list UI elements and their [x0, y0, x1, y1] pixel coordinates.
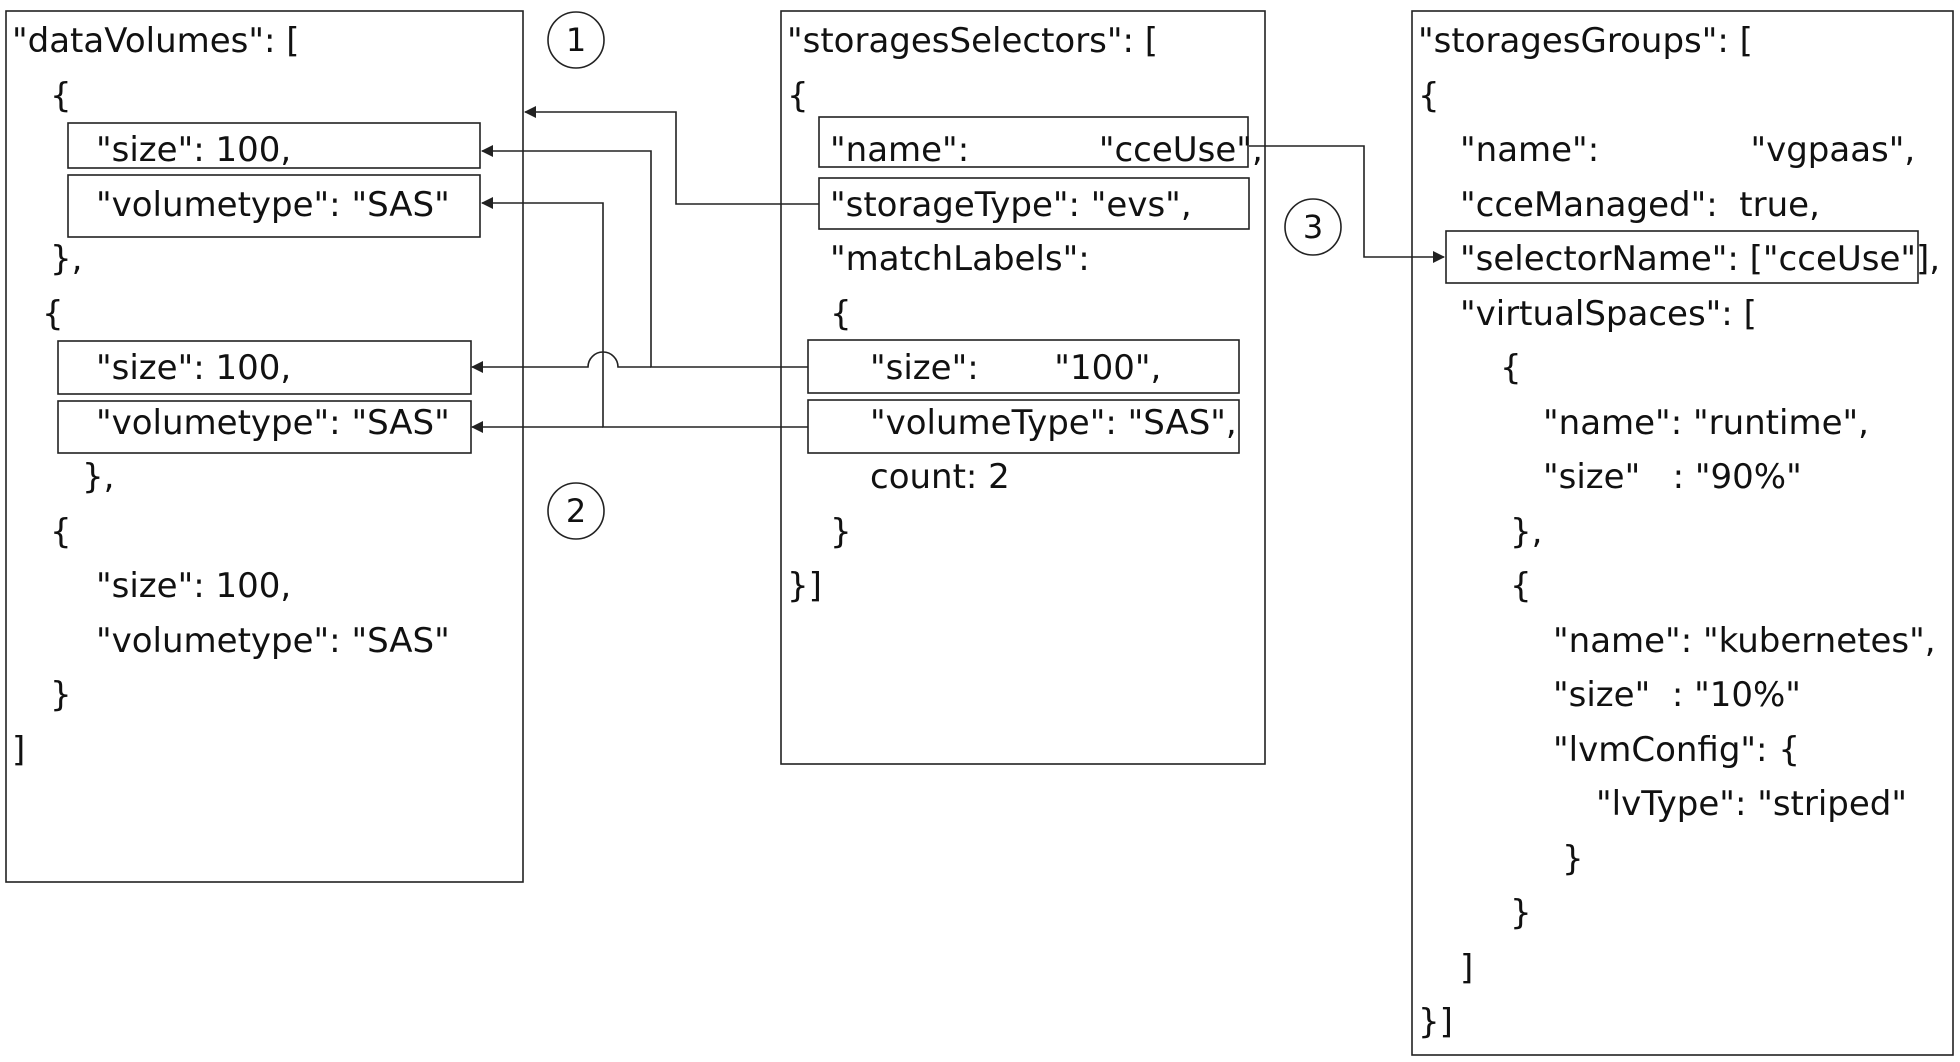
storage-selectors-code: "storagesSelectors": [ { "name": "cceUse… — [787, 21, 1263, 606]
code-line: "selectorName": ["cceUse"], — [1460, 239, 1940, 279]
code-line: "size": 100, — [96, 130, 291, 170]
code-line: "volumetype": "SAS" — [96, 621, 450, 661]
code-line: "cceManaged": true, — [1460, 185, 1820, 225]
code-line: ] — [1460, 948, 1473, 988]
storage-selectors-panel — [780, 10, 1266, 765]
code-line: "virtualSpaces": [ — [1460, 294, 1757, 334]
code-line: "storagesGroups": [ — [1418, 21, 1753, 61]
code-line: } — [1510, 893, 1532, 933]
code-line: } — [830, 512, 852, 552]
code-line: { — [50, 76, 72, 116]
group-selectorname-box — [1445, 230, 1919, 284]
storage-groups-code: "storagesGroups": [ { "name": "vgpaas", … — [1418, 21, 1940, 1042]
connector-size-to-dv1-size — [481, 145, 808, 368]
code-line: "dataVolumes": [ — [12, 21, 300, 61]
dv1-volumetype-box — [67, 174, 481, 238]
code-line: { — [42, 294, 64, 334]
code-line: "size": "100", — [870, 348, 1161, 388]
code-line: "matchLabels": — [830, 239, 1090, 279]
dv1-size-box — [67, 122, 481, 169]
code-line: }, — [82, 457, 114, 497]
code-line: "size": 100, — [96, 348, 291, 388]
marker-3: 3 — [1284, 198, 1342, 256]
code-line: { — [50, 512, 72, 552]
code-line: ] — [12, 730, 25, 770]
code-line: { — [787, 76, 809, 116]
connector-volumetype-to-dv1-volumetype — [481, 197, 808, 428]
code-line: "storageType": "evs", — [830, 185, 1192, 225]
svg-text:1: 1 — [566, 21, 586, 59]
code-line: "name": "vgpaas", — [1460, 130, 1915, 170]
code-line: "volumetype": "SAS" — [96, 185, 450, 225]
code-line: "lvmConfig": { — [1553, 730, 1800, 770]
code-line: "volumetype": "SAS" — [96, 403, 450, 443]
code-line: }, — [1510, 512, 1542, 552]
code-line: { — [1510, 566, 1532, 606]
svg-text:2: 2 — [566, 492, 586, 530]
data-volumes-panel — [5, 10, 524, 883]
code-line: "name": "kubernetes", — [1553, 621, 1936, 661]
selector-name-box — [818, 116, 1249, 168]
code-line: "volumeType": "SAS", — [870, 403, 1237, 443]
code-line: "name": "cceUse", — [830, 130, 1263, 170]
code-line: "lvType": "striped" — [1596, 784, 1907, 824]
code-line: "storagesSelectors": [ — [787, 21, 1158, 61]
code-line: "size" : "90%" — [1543, 457, 1802, 497]
code-line: } — [1562, 839, 1584, 879]
code-line: { — [830, 294, 852, 334]
data-volumes-code: "dataVolumes": [ { "size": 100, "volumet… — [12, 21, 450, 770]
marker-1: 1 — [547, 11, 605, 69]
code-line: "name": "runtime", — [1543, 403, 1869, 443]
svg-text:3: 3 — [1303, 208, 1323, 246]
code-line: "size" : "10%" — [1553, 675, 1801, 715]
code-line: } — [50, 675, 72, 715]
code-line: }] — [787, 566, 822, 606]
code-line: }, — [50, 239, 82, 279]
code-line: "size": 100, — [96, 566, 291, 606]
connector-size-to-dv2-size — [471, 351, 651, 373]
code-line: count: 2 — [870, 457, 1010, 497]
marker-2: 2 — [547, 482, 605, 540]
code-line: { — [1500, 348, 1522, 388]
connector-name-to-selectorname — [1249, 145, 1445, 263]
storage-groups-panel — [1411, 10, 1954, 1056]
connector-storagetype-to-dv1 — [524, 106, 819, 205]
code-line: }] — [1418, 1002, 1453, 1042]
code-line: { — [1418, 76, 1440, 116]
